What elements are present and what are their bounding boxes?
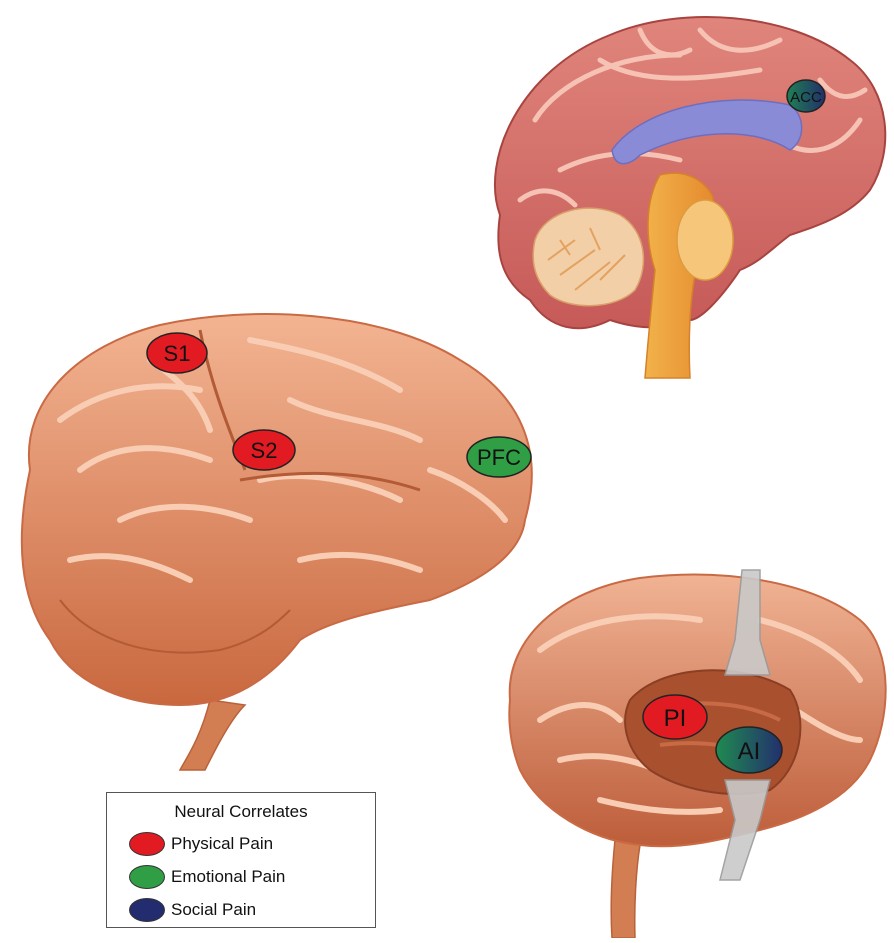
legend-label-emotional: Emotional Pain — [171, 867, 285, 887]
s1-marker: S1 — [147, 333, 207, 373]
legend-swatch-physical — [129, 832, 165, 856]
legend: Neural Correlates Physical Pain Emotiona… — [106, 792, 376, 928]
pi-label: PI — [664, 705, 687, 732]
s2-marker: S2 — [233, 430, 295, 470]
legend-item-emotional: Emotional Pain — [129, 862, 285, 892]
legend-label-physical: Physical Pain — [171, 834, 273, 854]
s2-label: S2 — [251, 438, 278, 463]
legend-swatch-emotional — [129, 865, 165, 889]
pfc-marker: PFC — [467, 437, 531, 477]
legend-title: Neural Correlates — [107, 802, 375, 822]
pi-marker: PI — [643, 695, 707, 739]
sagittal-brain — [495, 17, 885, 378]
lateral-brain — [22, 314, 532, 770]
pfc-label: PFC — [477, 445, 521, 470]
legend-item-physical: Physical Pain — [129, 829, 273, 859]
legend-item-social: Social Pain — [129, 895, 256, 925]
acc-marker: ACC — [787, 80, 825, 112]
acc-label: ACC — [790, 89, 822, 106]
s1-label: S1 — [164, 341, 191, 366]
legend-label-social: Social Pain — [171, 900, 256, 920]
ai-marker: AI — [716, 727, 782, 773]
insula-brain — [509, 570, 885, 938]
ai-label: AI — [738, 738, 761, 765]
legend-swatch-social — [129, 898, 165, 922]
